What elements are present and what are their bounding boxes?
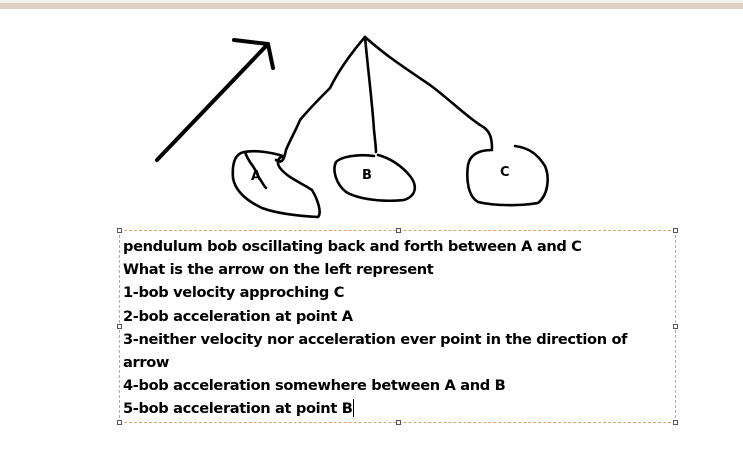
answer-option-3: 3-neither velocity nor acceleration ever… <box>123 330 628 348</box>
bob-c-label: C <box>500 165 510 180</box>
bob-a-shape <box>231 149 321 219</box>
resize-handle-top-middle[interactable] <box>396 228 401 233</box>
answer-option-4: 4-bob acceleration somewhere between A a… <box>123 377 506 395</box>
resize-handle-top-right[interactable] <box>673 228 678 233</box>
pendulum-strings <box>274 35 494 163</box>
textbox-text[interactable]: pendulum bob oscillating back and forth … <box>123 235 667 421</box>
question-prompt: What is the arrow on the left represent <box>123 261 434 279</box>
arrow-icon <box>155 38 275 162</box>
answer-option-2: 2-bob acceleration at point A <box>123 307 353 325</box>
bob-a-label: A <box>251 169 262 184</box>
answer-option-3-continued: arrow <box>123 354 170 372</box>
question-context: pendulum bob oscillating back and forth … <box>123 238 582 255</box>
answer-option-1: 1-bob velocity approching C <box>123 284 345 302</box>
text-cursor <box>353 399 355 418</box>
window-top-edge <box>0 0 743 3</box>
ruler-strip <box>0 3 743 9</box>
bob-c-shape <box>466 144 549 207</box>
bob-b-label: B <box>362 168 372 183</box>
resize-handle-middle-left[interactable] <box>117 324 122 329</box>
resize-handle-bottom-left[interactable] <box>117 420 122 425</box>
resize-handle-top-left[interactable] <box>117 228 122 233</box>
answer-option-5: 5-bob acceleration at point B <box>123 400 353 418</box>
question-textbox[interactable]: pendulum bob oscillating back and forth … <box>117 228 678 425</box>
resize-handle-bottom-right[interactable] <box>673 420 678 425</box>
answer-option-5-line: 5-bob acceleration at point B <box>123 397 667 420</box>
resize-handle-middle-right[interactable] <box>673 324 678 329</box>
resize-handle-bottom-middle[interactable] <box>396 420 401 425</box>
bob-b-shape <box>333 153 417 203</box>
